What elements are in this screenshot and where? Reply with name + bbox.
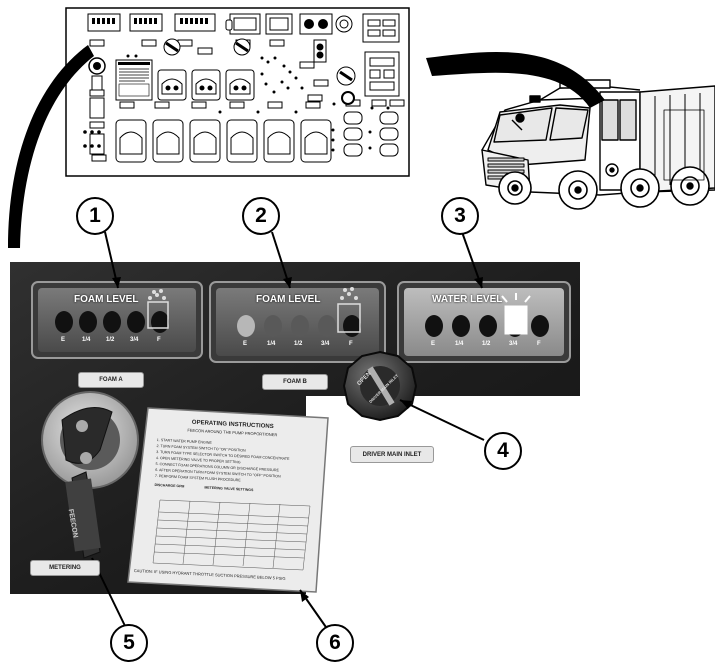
callout-1: 1: [76, 197, 114, 235]
schematic-left-switches: [89, 97, 105, 155]
schematic-top-gauges: [225, 13, 400, 43]
foam-b-tag: FOAM B: [262, 374, 328, 390]
connector-blocks: [87, 13, 216, 32]
truck-leader-arc: [426, 51, 605, 108]
schematic-indicator-dots: [83, 54, 390, 152]
foam-b-level-title: FOAM LEVEL: [256, 294, 321, 305]
foam-a-mark-f: F: [157, 337, 161, 343]
foam-a-mark-half: 1/2: [106, 337, 115, 343]
schematic-knobs: [88, 38, 356, 105]
metering-tag: METERING: [30, 560, 100, 576]
panel-leader-arc: [8, 45, 94, 248]
driver-main-inlet-knob: [342, 350, 418, 422]
water-level-title: WATER LEVEL: [432, 294, 503, 305]
callout-5: 5: [110, 624, 148, 662]
instruction-plate: [127, 407, 329, 593]
foam-b-mark-three-quarter: 3/4: [321, 341, 330, 347]
schematic-instruction-plate: [115, 59, 153, 101]
water-mark-three-quarter: 3/4: [509, 341, 518, 347]
fire-truck-illustration: [481, 79, 715, 210]
foam-a-mark-quarter: 1/4: [82, 337, 91, 343]
control-panel-photo: [10, 262, 580, 594]
callout-6: 6: [316, 624, 354, 662]
water-mark-e: E: [431, 341, 436, 347]
panel-schematic: [65, 7, 410, 177]
foam-level-gauge-b: [209, 281, 386, 363]
callout-3: 3: [441, 197, 479, 235]
foam-b-mark-half: 1/2: [294, 341, 303, 347]
foam-b-mark-e: E: [243, 341, 248, 347]
water-mark-quarter: 1/4: [455, 341, 464, 347]
foam-b-mark-f: F: [349, 341, 353, 347]
schematic-right-switches: [313, 39, 400, 157]
water-level-gauge: [397, 281, 571, 363]
metering-valve: [41, 391, 139, 559]
water-mark-f: F: [537, 341, 541, 347]
instruction-steps: 1. START WATER PUMP ENGINE 2. TURN FOAM …: [155, 437, 317, 487]
schematic-mid-gauges: [157, 69, 255, 101]
schematic-bottom-gauges: [115, 119, 332, 163]
callout-2: 2: [242, 197, 280, 235]
callout-4: 4: [484, 432, 522, 470]
foam-a-level-title: FOAM LEVEL: [74, 294, 139, 305]
instruction-plate-text: OPERATING INSTRUCTIONS FEECON AROUND THE…: [154, 418, 317, 495]
foam-a-tag: FOAM A: [78, 372, 144, 388]
water-mark-half: 1/2: [482, 341, 491, 347]
foam-a-mark-e: E: [61, 337, 66, 343]
foam-b-mark-quarter: 1/4: [267, 341, 276, 347]
driver-main-inlet-tag: DRIVER MAIN INLET: [350, 446, 434, 463]
foam-a-mark-three-quarter: 3/4: [130, 337, 139, 343]
